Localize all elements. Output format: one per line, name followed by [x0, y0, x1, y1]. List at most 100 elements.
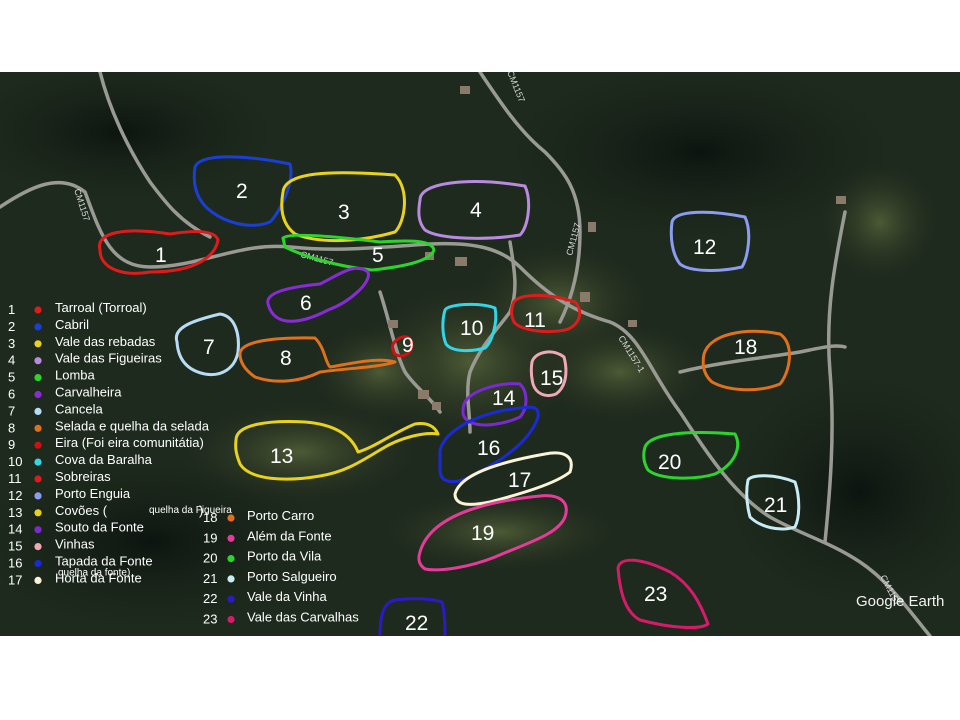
legend-label: Porto Salgueiro: [247, 569, 337, 584]
legend-dot: [227, 514, 235, 522]
legend-label: Cancela: [55, 401, 103, 416]
legend-number: 8: [8, 420, 15, 435]
legend-label: Cova da Baralha: [55, 452, 153, 467]
area-number: 15: [540, 367, 563, 390]
legend-number: 6: [8, 387, 15, 402]
area-number: 3: [338, 201, 350, 224]
area-10-outline[interactable]: [441, 302, 498, 353]
satellite-map[interactable]: CM1157 CM1157 CM1157 CM1157-1 CM1157 CM1…: [0, 72, 960, 636]
area-1-outline[interactable]: [98, 229, 220, 275]
area-14-outline[interactable]: [461, 382, 528, 427]
area-11-outline[interactable]: [510, 293, 582, 334]
area-number: 12: [693, 236, 716, 259]
area-4-outline[interactable]: [417, 180, 531, 240]
area-23-outline[interactable]: [616, 558, 710, 629]
legend-dot: [34, 492, 42, 500]
area-21-outline[interactable]: [745, 474, 801, 531]
legend-dot: [34, 357, 42, 365]
buildings: [388, 86, 846, 410]
area-16-outline[interactable]: [438, 405, 540, 484]
legend-label: Covões (: [55, 503, 108, 518]
legend-note-close: ): [199, 503, 203, 518]
area-6-outline[interactable]: [266, 266, 370, 323]
legend-number: 15: [8, 539, 22, 554]
legend-item: 18 Porto Carro: [203, 508, 314, 525]
area-number: 20: [658, 451, 681, 474]
legend-dot: [34, 306, 42, 314]
legend-label: Tarroal (Torroal): [55, 300, 147, 315]
legend-item: 19 Além da Fonte: [203, 528, 332, 545]
area-number: 13: [270, 445, 293, 468]
area-number: 10: [460, 317, 483, 340]
legend-dot: [227, 615, 235, 624]
legend-item: 1 Tarroal (Torroal): [8, 300, 147, 317]
area-2-outline[interactable]: [192, 155, 293, 227]
legend-dot: [34, 458, 42, 466]
legend-number: 22: [203, 591, 217, 606]
legend-label: Porto Carro: [247, 508, 314, 523]
legend-dot: [34, 424, 42, 432]
area-numbers: 1 2 3 4 5 6 7 8 9 10 11 12 13 14 15 16 1…: [155, 180, 787, 635]
legend-number: 2: [8, 319, 15, 334]
legend-dot: [34, 526, 42, 534]
area-17-outline[interactable]: [453, 451, 573, 506]
legend-label: Além da Fonte: [247, 528, 332, 543]
area-3-outline[interactable]: [280, 171, 406, 243]
legend-number: 12: [8, 488, 22, 503]
area-9-outline[interactable]: [390, 335, 414, 358]
legend-dot: [34, 509, 42, 517]
area-22-outline[interactable]: [378, 597, 447, 636]
legend-dot: [34, 441, 42, 449]
legend-note: quelha da Figueira: [149, 505, 232, 516]
legend-label: Selada e quelha da selada: [55, 418, 210, 433]
legend-dot: [34, 559, 42, 568]
area-number: 2: [236, 180, 248, 203]
legend-dot: [34, 543, 42, 551]
legend-number: 4: [8, 353, 15, 368]
legend-number: 17: [8, 572, 22, 587]
legend-item: 22 Vale da Vinha: [203, 589, 328, 606]
legend-label: Souto da Fonte: [55, 520, 144, 535]
area-12-outline[interactable]: [669, 210, 751, 272]
legend-label: Sobreiras: [55, 469, 111, 484]
area-20-outline[interactable]: [642, 431, 740, 480]
legend-note: quelha da fonte): [58, 568, 130, 579]
legend-number: 18: [203, 510, 217, 525]
legend-number: 19: [203, 530, 217, 545]
legend-label: Cabril: [55, 317, 89, 332]
legend-number: 5: [8, 370, 15, 385]
legend-number: 1: [8, 302, 15, 317]
area-number: 8: [280, 347, 292, 370]
legend-number: 23: [203, 612, 217, 627]
legend-dot: [34, 374, 42, 382]
area-18-outline[interactable]: [701, 329, 791, 392]
area-19-outline[interactable]: [417, 494, 568, 572]
legend-dot: [34, 340, 42, 348]
area-number: 19: [471, 522, 494, 545]
area-outlines: [98, 155, 801, 636]
area-13-outline[interactable]: [234, 420, 440, 481]
area-number: 6: [300, 292, 312, 315]
area-7-outline[interactable]: [174, 312, 240, 377]
legend-dot: [34, 576, 42, 584]
legend-dot: [227, 575, 235, 583]
area-15-outline[interactable]: [529, 350, 568, 398]
legend-dot: [227, 595, 235, 603]
area-8-outline[interactable]: [238, 336, 397, 383]
area-number: 4: [470, 199, 482, 222]
area-5-outline[interactable]: [281, 233, 436, 272]
legend-dot: [227, 534, 235, 542]
legend-label: Vale da Vinha: [247, 589, 328, 604]
